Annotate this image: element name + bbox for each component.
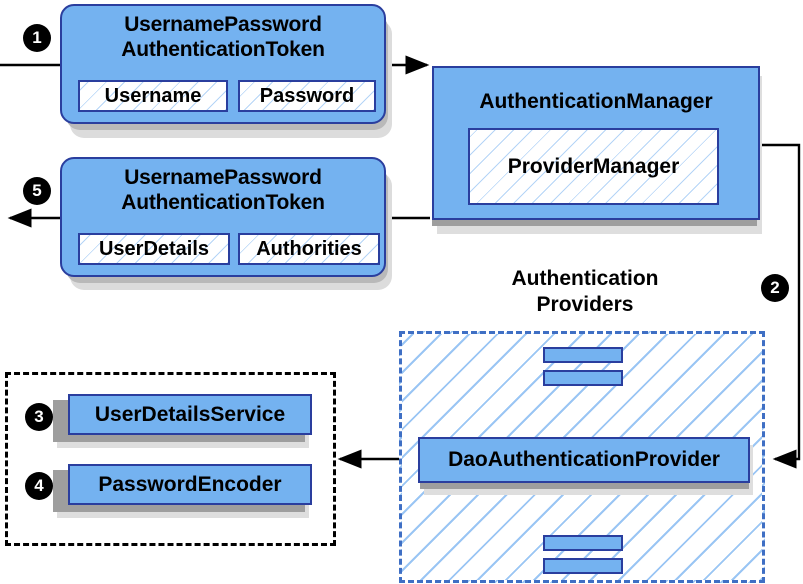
collapsed-provider-top-2 [543,370,623,386]
authentication-providers-heading-line2: Providers [536,293,634,316]
request-token-field-username: Username [78,80,228,112]
request-token-title-line2: AuthenticationToken [121,38,325,61]
request-token-field-password: Password [238,80,376,112]
user-details-service-label: UserDetailsService [94,402,286,426]
authentication-manager-box[interactable]: AuthenticationManager ProviderManager [432,66,760,220]
authentication-providers-heading-line1: Authentication [511,267,659,290]
authentication-manager-title: AuthenticationManager [479,90,713,113]
request-token-card[interactable]: UsernamePassword AuthenticationToken Use… [60,4,386,124]
response-token-field-userdetails: UserDetails [78,233,230,265]
provider-manager-box: ProviderManager [468,128,719,205]
collapsed-provider-bottom-1 [543,535,623,551]
step-marker-1: 1 [24,25,50,51]
collapsed-provider-top-1 [543,347,623,363]
step-marker-3: 3 [26,404,52,430]
response-token-card[interactable]: UsernamePassword AuthenticationToken Use… [60,157,386,277]
dao-authentication-provider-label: DaoAuthenticationProvider [448,448,720,471]
user-details-service-box[interactable]: UserDetailsService [68,394,312,435]
step-marker-5: 5 [24,178,50,204]
response-token-field-authorities: Authorities [238,233,380,265]
password-encoder-label: PasswordEncoder [98,472,282,496]
password-encoder-box[interactable]: PasswordEncoder [68,464,312,505]
collapsed-provider-bottom-2 [543,558,623,574]
dao-authentication-provider-box[interactable]: DaoAuthenticationProvider [418,437,750,483]
response-token-title-line1: UsernamePassword [124,166,322,189]
response-token-title-line2: AuthenticationToken [121,191,325,214]
step-marker-2: 2 [762,275,788,301]
step-marker-4: 4 [26,473,52,499]
request-token-title-line1: UsernamePassword [124,13,322,36]
services-group-container [5,372,336,546]
line-manager-to-provider [760,143,801,469]
